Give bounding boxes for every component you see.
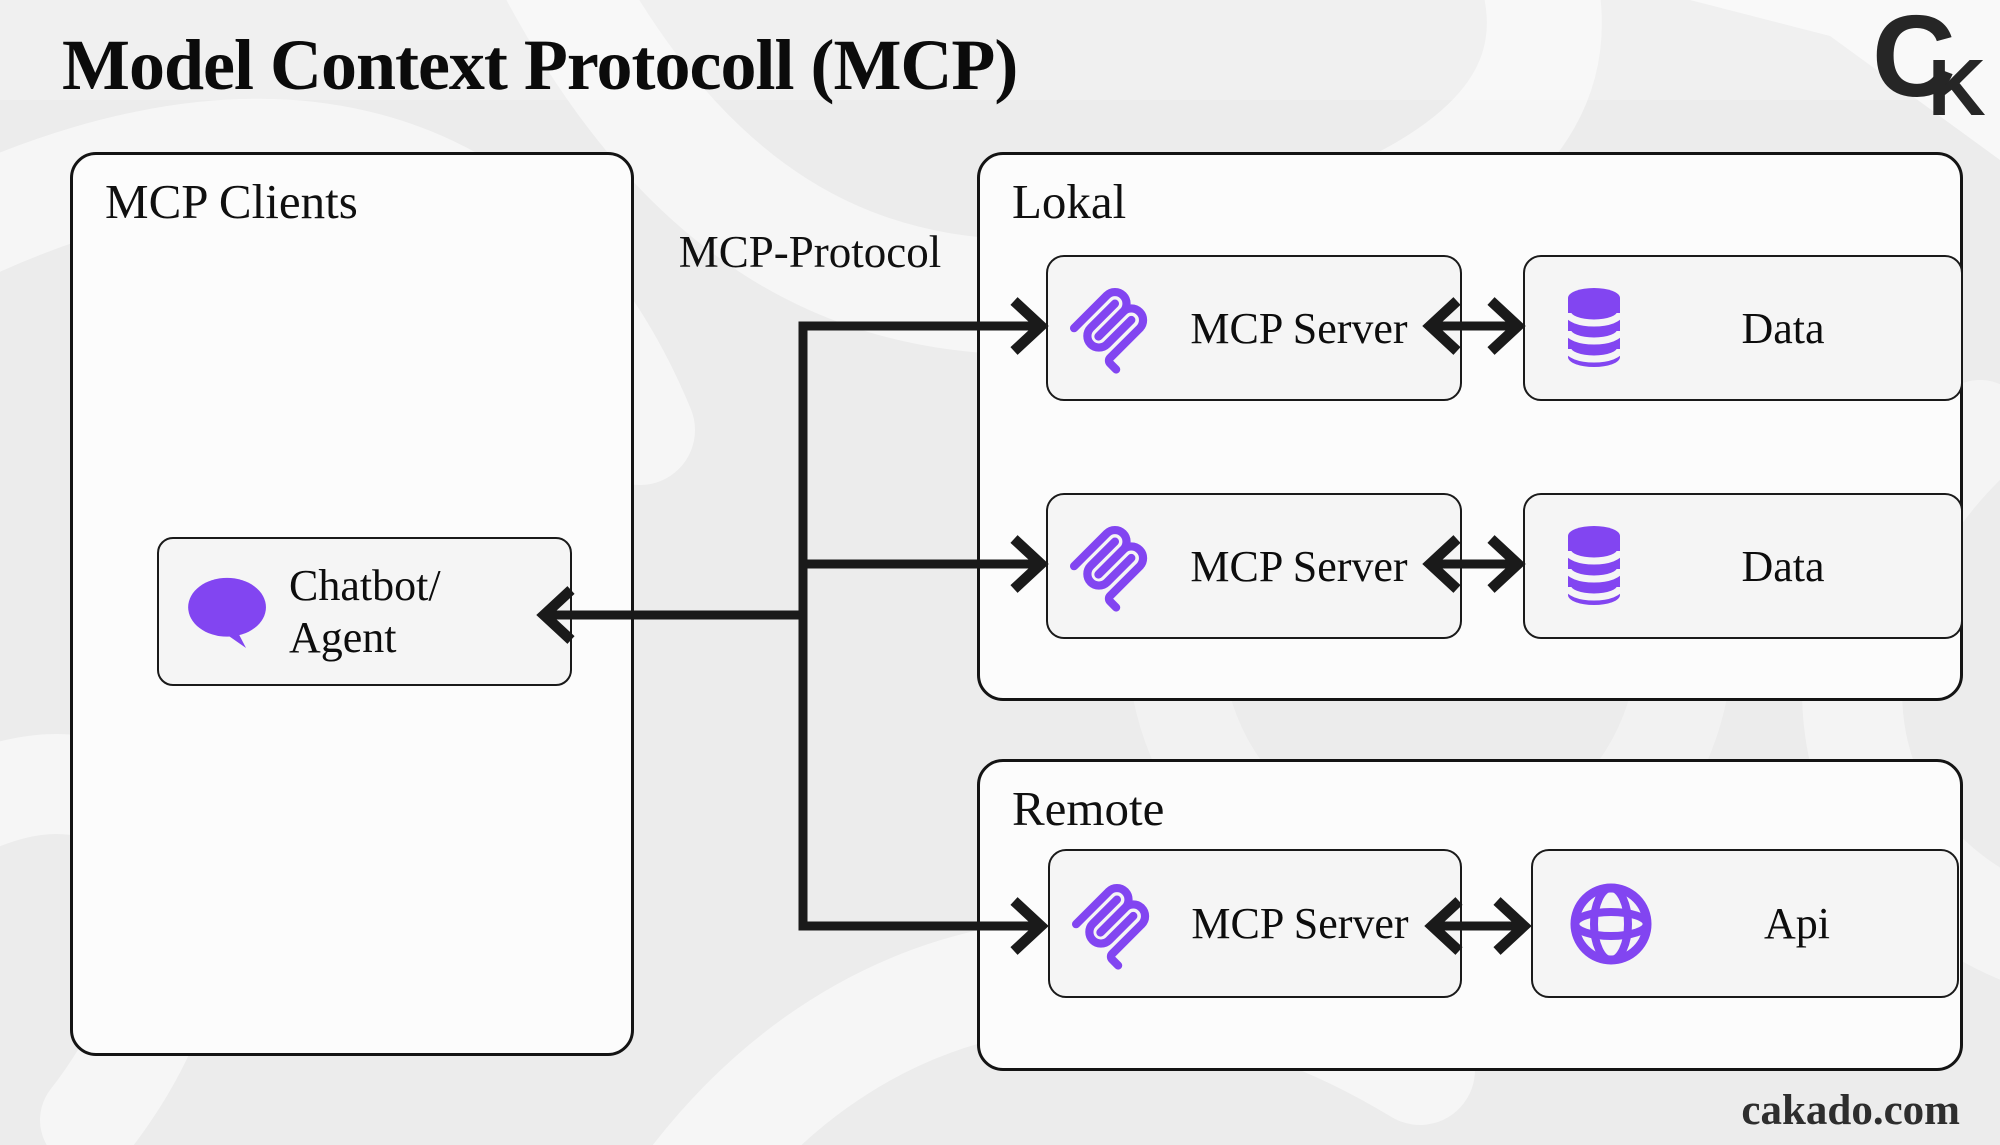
node-api: Api [1531, 849, 1959, 998]
panel-lokal-label: Lokal [1012, 174, 1127, 229]
logo-letter-c: C [1872, 0, 1956, 121]
node-mcp-server-lokal-1: MCP Server [1046, 255, 1462, 401]
node-chatbot-agent: Chatbot/ Agent [157, 537, 572, 686]
mcp-logo-icon [1064, 875, 1158, 973]
mcp-logo-icon [1062, 517, 1156, 615]
node-mcp-server-label: MCP Server [1191, 899, 1409, 948]
brand-logo: C K [1872, 0, 1994, 132]
mcp-logo-icon [1062, 279, 1156, 377]
panel-remote-label: Remote [1012, 781, 1165, 836]
chatbot-line2: Agent [289, 612, 397, 662]
globe-icon [1567, 880, 1655, 968]
node-chatbot-agent-label: Chatbot/ Agent [271, 560, 570, 664]
chat-bubble-icon [185, 575, 271, 649]
mcp-protocol-label: MCP-Protocol [678, 227, 942, 277]
logo-letter-k: K [1928, 43, 1986, 132]
node-api-label: Api [1764, 899, 1830, 948]
database-icon [1565, 287, 1623, 369]
node-data-label: Data [1741, 303, 1825, 353]
page-title: Model Context Protocoll (MCP) [62, 25, 1018, 105]
node-data-1: Data [1523, 255, 1963, 401]
node-mcp-server-remote: MCP Server [1048, 849, 1462, 998]
watermark: cakado.com [1741, 1087, 1960, 1134]
panel-mcp-clients-label: MCP Clients [105, 174, 358, 229]
node-mcp-server-label: MCP Server [1190, 541, 1408, 591]
database-icon [1565, 525, 1623, 607]
chatbot-line1: Chatbot/ [289, 560, 441, 610]
node-data-2: Data [1523, 493, 1963, 639]
node-data-label: Data [1741, 541, 1825, 591]
node-mcp-server-label: MCP Server [1190, 303, 1408, 353]
node-mcp-server-lokal-2: MCP Server [1046, 493, 1462, 639]
